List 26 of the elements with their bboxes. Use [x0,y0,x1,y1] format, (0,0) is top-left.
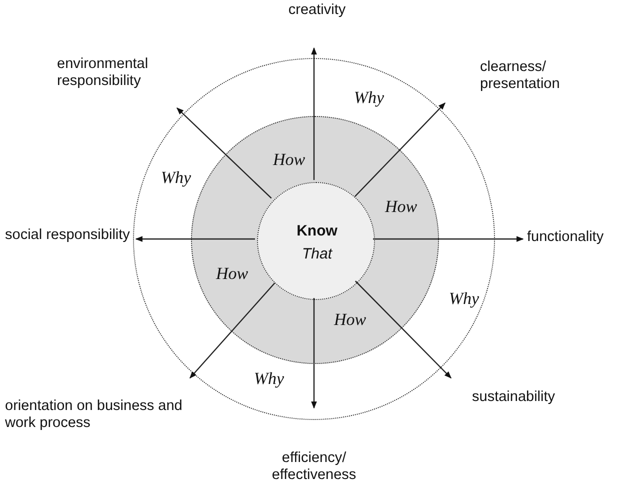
ring-label: How [384,197,418,217]
center-label: Know [296,222,338,240]
dimension-label: functionality [527,229,627,246]
dimension-label: efficiency/ effectiveness [259,450,369,484]
ring-label: How [334,310,366,330]
arrow [190,282,276,379]
ring-label: Why [354,88,384,108]
ring-label: How [216,264,248,284]
dimension-label: orientation on business and work process [5,398,195,432]
arrow [176,108,272,199]
dimension-label: environmental responsibility [57,56,197,90]
dimension-label: clearness/ presentation [480,59,600,92]
ring-label: Why [160,168,192,188]
arrow [354,280,452,379]
ring-label: How [272,150,306,170]
arrow [354,102,446,197]
dimension-label: social responsibility [5,227,135,244]
ring-label: Why [254,369,284,389]
dimension-label: sustainability [472,389,582,406]
arrow [373,236,524,242]
arrow [311,298,317,409]
ring-label: Why [448,289,480,309]
arrow [135,236,255,242]
center-label: That [302,245,332,263]
arrow [311,47,317,180]
dimension-label: creativity [277,2,357,19]
